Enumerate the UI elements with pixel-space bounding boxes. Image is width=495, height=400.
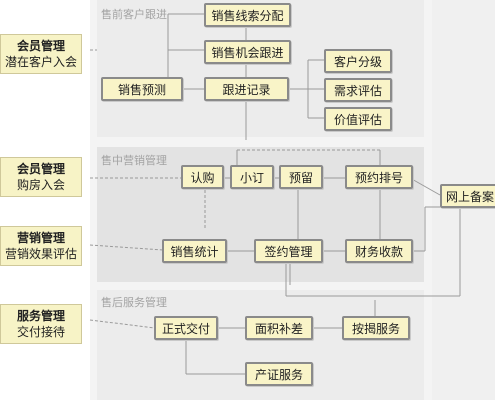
aftersale-title: 售后服务管理 xyxy=(101,296,167,309)
module-subtitle: 营销效果评估 xyxy=(4,247,77,261)
node-area-difference[interactable]: 面积补差 xyxy=(245,316,313,340)
node-contract-mgmt[interactable]: 签约管理 xyxy=(254,239,323,263)
node-finance-collection[interactable]: 财务收款 xyxy=(345,239,413,263)
node-reserve[interactable]: 预留 xyxy=(279,165,323,189)
node-queue[interactable]: 预约排号 xyxy=(345,165,413,189)
node-value-eval[interactable]: 价值评估 xyxy=(324,107,392,131)
midsale-title: 售中营销管理 xyxy=(101,154,167,167)
node-online-filing[interactable]: 网上备案 xyxy=(440,184,495,208)
member-mgmt-prospect-box[interactable]: 会员管理 潜在客户入会 xyxy=(0,34,82,74)
marketing-mgmt-box[interactable]: 营销管理 营销效果评估 xyxy=(0,226,82,266)
module-title: 营销管理 xyxy=(16,231,65,245)
node-lead-distribution[interactable]: 销售线索分配 xyxy=(204,3,291,27)
node-opportunity-follow[interactable]: 销售机会跟进 xyxy=(204,40,291,64)
node-property-cert[interactable]: 产证服务 xyxy=(245,362,313,386)
node-small-order[interactable]: 小订 xyxy=(230,165,274,189)
node-needs-eval[interactable]: 需求评估 xyxy=(324,78,392,102)
presale-title: 售前客户跟进 xyxy=(101,8,167,21)
member-mgmt-purchase-box[interactable]: 会员管理 购房入会 xyxy=(0,157,82,197)
module-title: 会员管理 xyxy=(16,162,65,176)
node-customer-grading[interactable]: 客户分级 xyxy=(324,49,392,73)
module-subtitle: 交付接待 xyxy=(16,325,65,339)
node-formal-delivery[interactable]: 正式交付 xyxy=(154,316,218,340)
module-title: 服务管理 xyxy=(16,309,65,323)
node-mortgage-service[interactable]: 按揭服务 xyxy=(342,316,410,340)
module-subtitle: 购房入会 xyxy=(16,178,65,192)
service-mgmt-box[interactable]: 服务管理 交付接待 xyxy=(0,304,82,344)
node-sales-stats[interactable]: 销售统计 xyxy=(162,239,227,263)
node-follow-record[interactable]: 跟进记录 xyxy=(204,77,289,101)
node-sales-forecast[interactable]: 销售预测 xyxy=(101,77,183,101)
module-subtitle: 潜在客户入会 xyxy=(4,55,77,69)
module-title: 会员管理 xyxy=(16,39,65,53)
node-subscribe[interactable]: 认购 xyxy=(181,165,224,189)
